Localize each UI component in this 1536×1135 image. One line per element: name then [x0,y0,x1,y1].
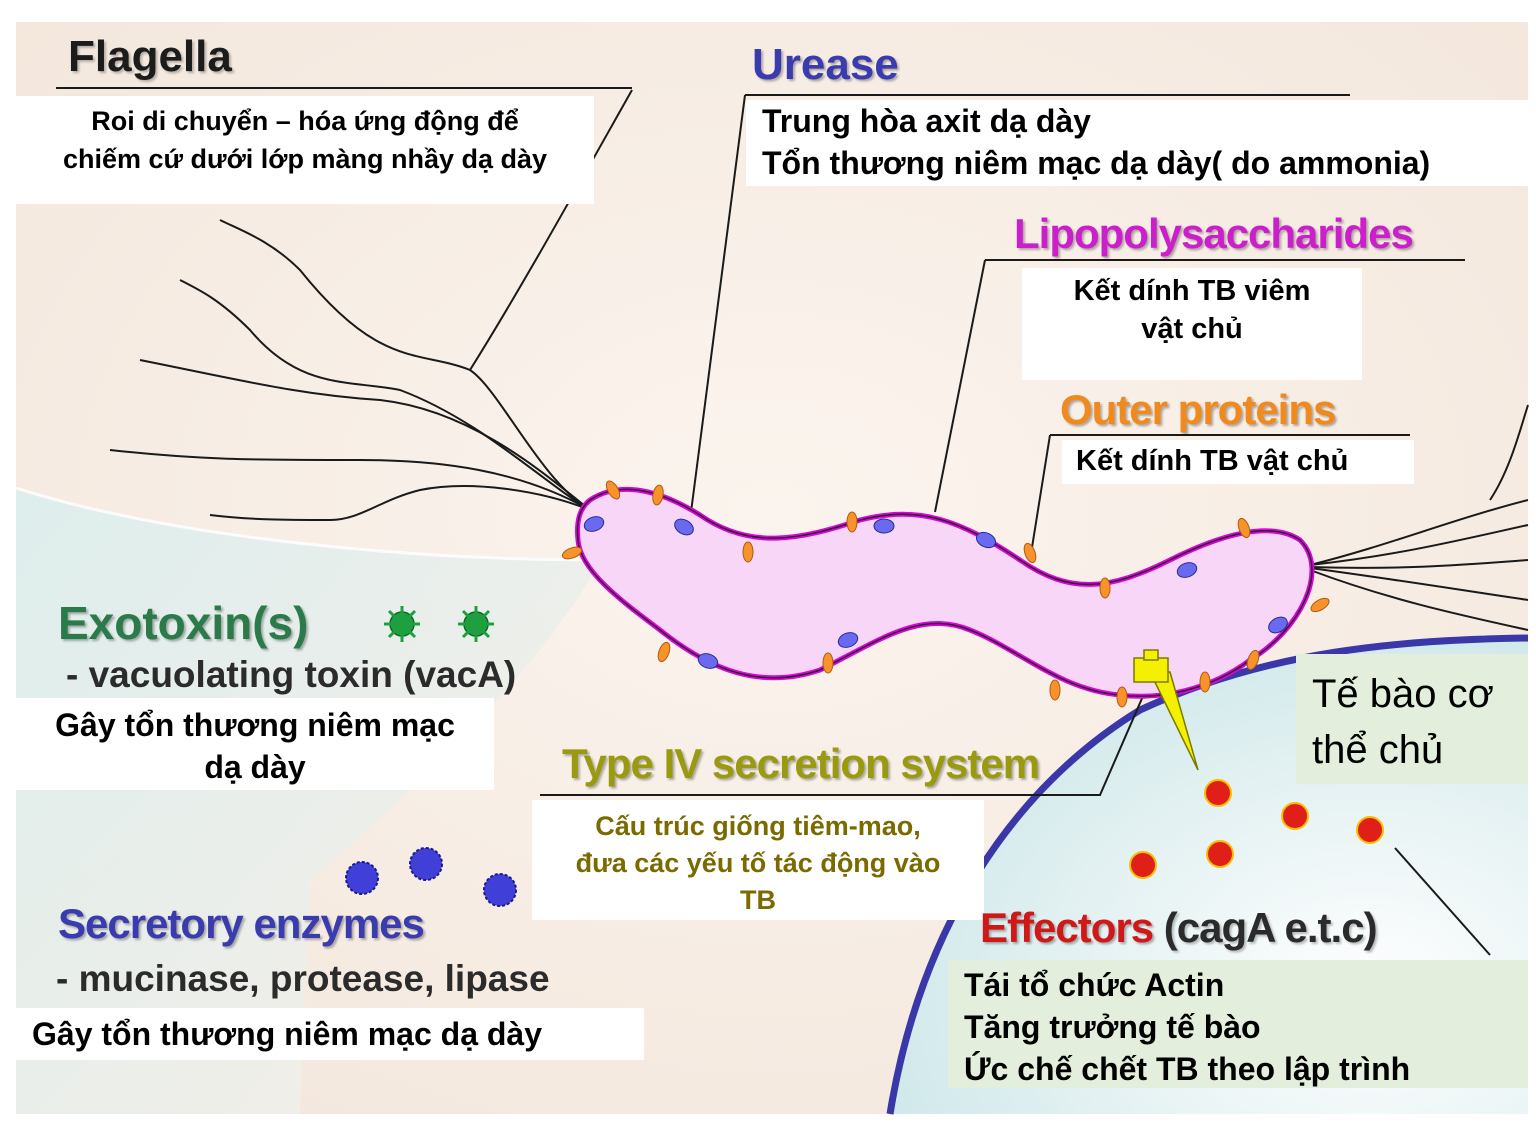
lps-title: Lipopolysaccharides [1014,210,1414,257]
effectors-desc-line-3: Ức chế chết TB theo lập trình [964,1051,1411,1087]
mucus-boundary [15,486,601,562]
exotoxin-desc-line-1: Gây tổn thương niêm mạc [55,707,455,743]
host-cell-label-line-2: thể chủ [1312,728,1444,772]
enzymes-desc-line-1: Gây tổn thương niêm mạc dạ dày [32,1016,543,1052]
outer-desc-line-1: Kết dính TB vật chủ [1076,445,1349,477]
type4-title: Type IV secretion system [562,740,1040,787]
type4-desc-line-1: Cấu trúc giống tiêm-mao, [595,811,921,841]
type4-desc-line-2: đưa các yếu tố tác động vào [575,848,941,878]
effectors-title: Effectors (cagA e.t.c) [980,904,1378,952]
effectors-desc-line-1: Tái tổ chức Actin [964,967,1225,1003]
enzymes-subtitle: - mucinase, protease, lipase [56,958,550,999]
effector-particles [1129,779,1384,879]
enzyme-particles [345,847,517,907]
lps-desc-line-1: Kết dính TB viêm [1073,275,1311,307]
exotoxin-desc-line-2: dạ dày [204,749,306,785]
flagella-title: Flagella [68,32,232,81]
type4-description: Cấu trúc giống tiêm-mao, đưa các yếu tố … [532,800,984,920]
urease-desc-line-1: Trung hòa axit dạ dày [762,103,1091,139]
outer-protein-pili [561,480,1330,708]
host-cell-label: Tế bào cơ thể chủ [1296,654,1528,784]
host-cell-membrane [886,634,1529,1115]
enzymes-description: Gây tổn thương niêm mạc dạ dày [16,1008,644,1060]
enzymes-title: Secretory enzymes [58,900,425,947]
flagella-desc-line-1: Roi di chuyển – hóa ứng động để [91,106,519,136]
effectors-desc-line-2: Tăng trưởng tế bào [964,1009,1261,1045]
flagella-description: Roi di chuyển – hóa ứng động để chiếm cứ… [16,96,594,204]
lps-desc-line-2: vật chủ [1141,313,1243,345]
outer-proteins-title: Outer proteins [1060,386,1336,433]
flagella-right [1309,404,1529,631]
secretion-needle [1133,649,1199,771]
lps-description: Kết dính TB viêm vật chủ [1022,268,1362,380]
membrane-proteins [583,516,1288,669]
urease-desc-line-2: Tổn thương niêm mạc dạ dày( do ammonia) [762,145,1431,181]
host-cell-label-line-1: Tế bào cơ [1312,672,1494,716]
leader-lines [56,87,1491,956]
exotoxin-particles [384,606,494,642]
type4-desc-line-3: TB [740,885,776,915]
urease-title: Urease [752,40,899,89]
exotoxin-description: Gây tổn thương niêm mạc dạ dày [16,698,494,790]
effectors-title-suffix: (cagA e.t.c) [1163,904,1378,951]
flagella-left [109,89,633,522]
outer-proteins-description: Kết dính TB vật chủ [1062,440,1414,484]
flagella-desc-line-2: chiếm cứ dưới lớp màng nhầy dạ dày [62,144,548,174]
effectors-title-main: Effectors [980,904,1154,951]
exotoxin-title: Exotoxin(s) [58,597,309,649]
exotoxin-subtitle: - vacuolating toxin (vacA) [66,654,517,695]
urease-description: Trung hòa axit dạ dày Tổn thương niêm mạ… [746,100,1528,186]
effectors-description: Tái tổ chức Actin Tăng trưởng tế bào Ức … [948,960,1528,1088]
mucus-layer [16,490,600,1114]
